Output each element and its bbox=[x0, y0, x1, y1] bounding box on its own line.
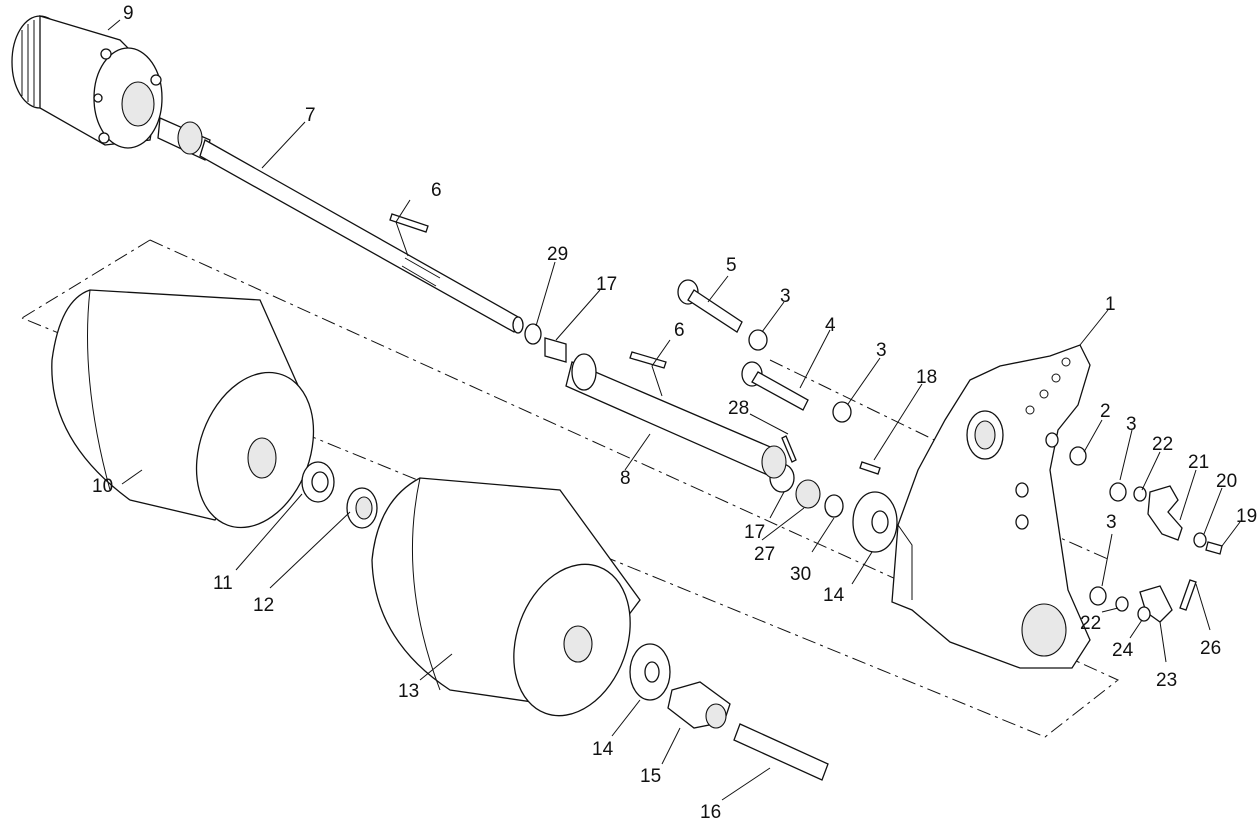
callout-6: 6 bbox=[431, 180, 442, 201]
part-3-bushing-b bbox=[832, 401, 852, 423]
part-12-seal bbox=[346, 487, 378, 529]
callout-6: 6 bbox=[674, 320, 685, 341]
callout-7: 7 bbox=[305, 105, 316, 126]
callout-3: 3 bbox=[1106, 512, 1117, 533]
callout-1: 1 bbox=[1105, 294, 1116, 315]
part-16-shaft bbox=[733, 723, 829, 781]
callout-11: 11 bbox=[213, 573, 233, 594]
callout-5: 5 bbox=[726, 255, 737, 276]
callout-3: 3 bbox=[780, 286, 791, 307]
part-20-washer bbox=[1193, 532, 1207, 548]
part-27-seal bbox=[795, 479, 821, 509]
callout-3: 3 bbox=[1126, 414, 1137, 435]
part-22-washer-upper bbox=[1133, 486, 1147, 502]
part-11-nut bbox=[301, 461, 335, 503]
callout-22: 22 bbox=[1080, 613, 1101, 634]
callout-10: 10 bbox=[92, 476, 113, 497]
centerline-upper bbox=[769, 359, 956, 451]
part-18-dowel bbox=[859, 461, 881, 475]
callout-16: 16 bbox=[700, 802, 721, 823]
part-14-washer-lower bbox=[629, 643, 671, 701]
callout-14: 14 bbox=[823, 585, 845, 606]
callout-24: 24 bbox=[1112, 640, 1134, 661]
part-30-o-ring bbox=[824, 494, 844, 518]
part-10-roller bbox=[51, 289, 315, 529]
part-3-bushing-d bbox=[1089, 586, 1107, 606]
part-2-bushing bbox=[1069, 446, 1087, 466]
part-8-sleeve-shaft bbox=[565, 353, 787, 479]
callout-20: 20 bbox=[1216, 471, 1237, 492]
part-28-roll-pin bbox=[781, 435, 797, 463]
part-29-snap-ring bbox=[524, 323, 542, 345]
part-13-roller bbox=[371, 477, 641, 717]
part-22-washer-lower bbox=[1115, 596, 1129, 612]
part-6-key-upper bbox=[389, 213, 429, 233]
callout-14: 14 bbox=[592, 739, 614, 760]
part-19-bolt bbox=[1205, 541, 1223, 555]
part-1-side-plate bbox=[891, 344, 1091, 669]
callout-21: 21 bbox=[1188, 452, 1209, 473]
part-7-drive-shaft bbox=[157, 117, 524, 334]
part-26-screw bbox=[1179, 579, 1197, 611]
callout-29: 29 bbox=[547, 244, 568, 265]
callout-labels: 9 7 6 29 17 5 3 1 4 6 3 18 28 2 3 22 21 … bbox=[92, 3, 1257, 823]
callout-12: 12 bbox=[253, 595, 274, 616]
leader-lines bbox=[107, 19, 1241, 801]
part-3-bushing-c bbox=[1109, 482, 1127, 502]
part-15-fitting bbox=[667, 681, 731, 729]
callout-17: 17 bbox=[596, 274, 617, 295]
callout-15: 15 bbox=[640, 766, 661, 787]
part-21-lever bbox=[1147, 485, 1183, 541]
callout-30: 30 bbox=[790, 564, 811, 585]
part-17-bearing-upper bbox=[544, 337, 567, 363]
callout-8: 8 bbox=[620, 468, 631, 489]
callout-28: 28 bbox=[728, 398, 749, 419]
callout-26: 26 bbox=[1200, 638, 1221, 659]
callout-22: 22 bbox=[1152, 434, 1173, 455]
part-24-nut bbox=[1137, 606, 1151, 622]
callout-19: 19 bbox=[1236, 506, 1257, 527]
part-14-washer-upper bbox=[852, 491, 898, 553]
part-9-motor bbox=[11, 15, 163, 149]
callout-18: 18 bbox=[916, 367, 937, 388]
part-6-key-lower bbox=[629, 351, 667, 369]
part-4-pin bbox=[741, 361, 809, 411]
callout-13: 13 bbox=[398, 681, 419, 702]
callout-2: 2 bbox=[1100, 401, 1111, 422]
centerline-lower bbox=[1019, 519, 1111, 561]
callout-23: 23 bbox=[1156, 670, 1177, 691]
callout-4: 4 bbox=[825, 315, 836, 336]
callout-9: 9 bbox=[123, 3, 134, 24]
callout-27: 27 bbox=[754, 544, 775, 565]
callout-3: 3 bbox=[876, 340, 887, 361]
part-3-bushing-a bbox=[748, 329, 768, 351]
part-5-pin bbox=[677, 279, 743, 333]
callout-17: 17 bbox=[744, 522, 765, 543]
